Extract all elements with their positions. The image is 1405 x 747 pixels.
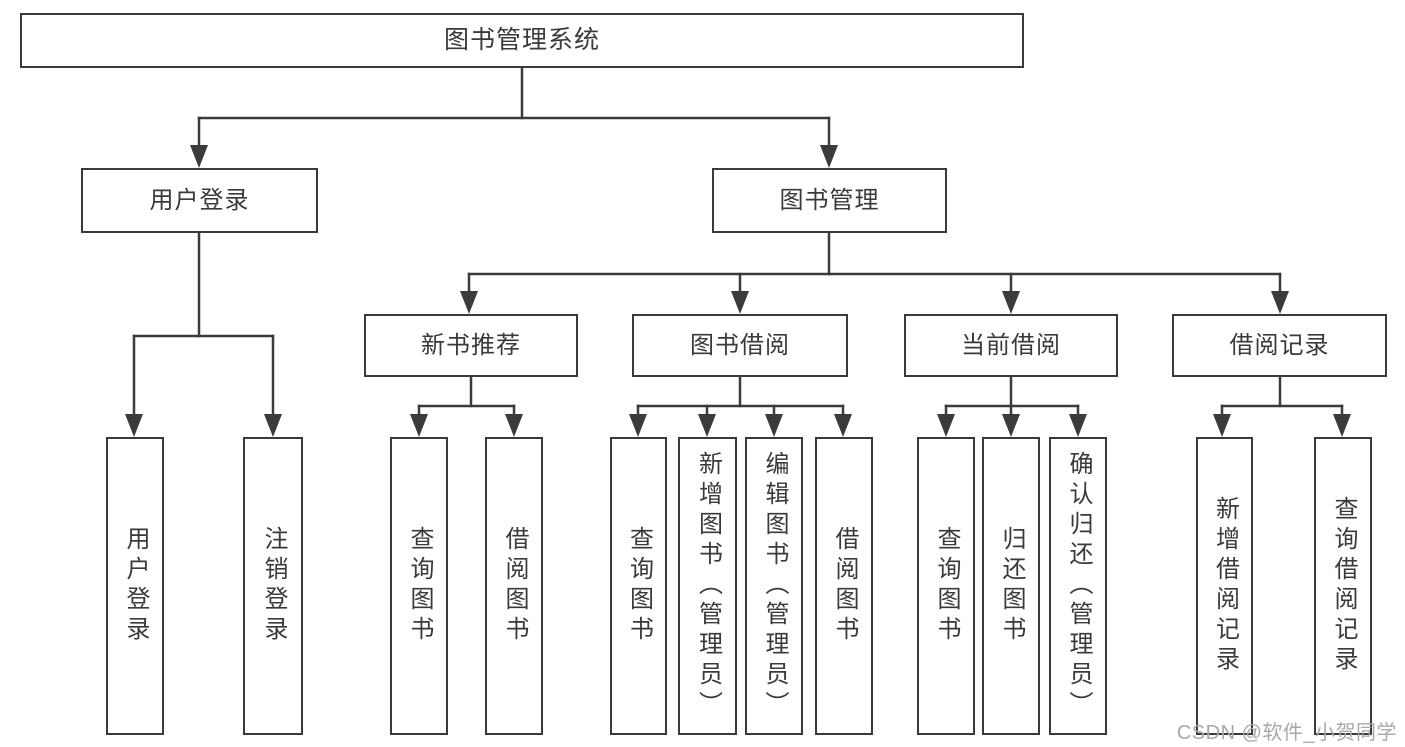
arrowhead: [765, 414, 783, 437]
node-current-borrow: 当前借阅: [904, 314, 1118, 377]
node-root: 图书管理系统: [20, 13, 1024, 68]
arrowhead: [1069, 414, 1087, 437]
node-new-book-rec: 新书推荐: [364, 314, 578, 377]
arrowhead: [1002, 291, 1020, 314]
leaf-bb-edit-book: 编辑图书（管理员）: [745, 437, 803, 735]
node-root-label: 图书管理系统: [443, 26, 600, 54]
arrowhead: [698, 414, 716, 437]
leaf-br-query-record-label: 查询借阅记录: [1330, 496, 1357, 676]
node-user-login-label: 用户登录: [149, 186, 250, 214]
leaf-logout: 注销登录: [243, 437, 303, 735]
arrowhead: [820, 145, 838, 168]
node-borrow-records-label: 借阅记录: [1229, 331, 1330, 359]
node-borrow-records: 借阅记录: [1172, 314, 1387, 377]
leaf-rec-borrow-book: 借阅图书: [485, 437, 543, 735]
leaf-cb-return-book-label: 归还图书: [998, 526, 1025, 646]
arrowhead: [629, 414, 647, 437]
arrowhead: [460, 291, 478, 314]
arrowhead: [190, 145, 208, 168]
node-book-mgmt: 图书管理: [712, 168, 947, 233]
arrowhead: [264, 414, 282, 437]
leaf-cb-return-book: 归还图书: [982, 437, 1040, 735]
arrowhead: [731, 291, 749, 314]
node-current-borrow-label: 当前借阅: [961, 331, 1061, 359]
node-book-mgmt-label: 图书管理: [779, 186, 880, 214]
leaf-cb-confirm-return: 确认归还（管理员）: [1049, 437, 1107, 735]
csdn-watermark: CSDN @软件_小贺同学: [1176, 722, 1397, 744]
leaf-bb-query-book: 查询图书: [610, 437, 667, 735]
arrowhead: [1271, 291, 1289, 314]
leaf-cb-confirm-return-label: 确认归还（管理员）: [1065, 451, 1092, 721]
leaf-bb-edit-book-label: 编辑图书（管理员）: [761, 451, 788, 721]
arrowhead: [937, 414, 955, 437]
node-user-login: 用户登录: [81, 168, 318, 233]
leaf-br-add-record-label: 新增借阅记录: [1211, 496, 1239, 676]
leaf-rec-borrow-book-label: 借阅图书: [501, 526, 528, 646]
arrowhead: [1333, 414, 1351, 437]
leaf-bb-add-book: 新增图书（管理员）: [678, 437, 737, 735]
leaf-rec-query-book: 查询图书: [390, 437, 448, 735]
leaf-br-query-record: 查询借阅记录: [1314, 437, 1372, 735]
leaf-rec-query-book-label: 查询图书: [406, 526, 433, 646]
arrowhead: [1213, 414, 1231, 437]
arrowhead: [410, 414, 428, 437]
node-book-borrow-label: 图书借阅: [690, 331, 790, 359]
leaf-user-login-label: 用户登录: [122, 526, 149, 646]
arrowhead: [125, 414, 143, 437]
leaf-bb-add-book-label: 新增图书（管理员）: [694, 451, 722, 721]
leaf-bb-query-book-label: 查询图书: [625, 526, 653, 646]
leaf-logout-label: 注销登录: [260, 526, 287, 646]
leaf-br-add-record: 新增借阅记录: [1196, 437, 1253, 735]
leaf-user-login: 用户登录: [106, 437, 164, 735]
leaf-cb-query-book: 查询图书: [917, 437, 975, 735]
leaf-bb-borrow-book-label: 借阅图书: [831, 526, 858, 646]
node-new-book-rec-label: 新书推荐: [421, 331, 521, 359]
node-book-borrow: 图书借阅: [632, 314, 848, 377]
arrowhead: [505, 414, 523, 437]
arrowhead: [1002, 414, 1020, 437]
leaf-bb-borrow-book: 借阅图书: [815, 437, 873, 735]
leaf-cb-query-book-label: 查询图书: [933, 526, 960, 646]
arrowhead: [834, 414, 852, 437]
